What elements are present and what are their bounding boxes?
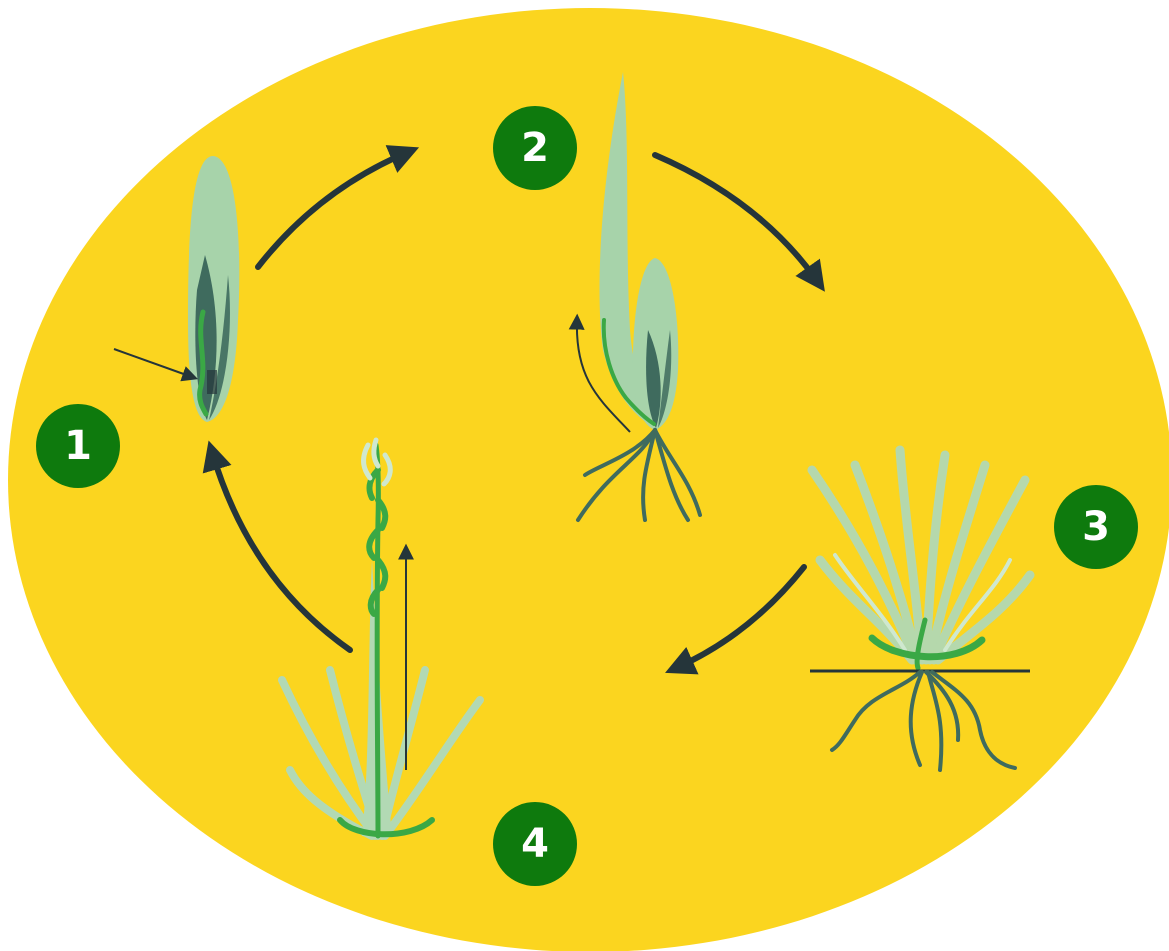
stage-2-badge: 2	[493, 106, 577, 190]
background-ellipse	[8, 8, 1169, 951]
stage-1-badge: 1	[36, 404, 120, 488]
stage-4-badge: 4	[493, 802, 577, 886]
stage-3-badge: 3	[1054, 485, 1138, 569]
